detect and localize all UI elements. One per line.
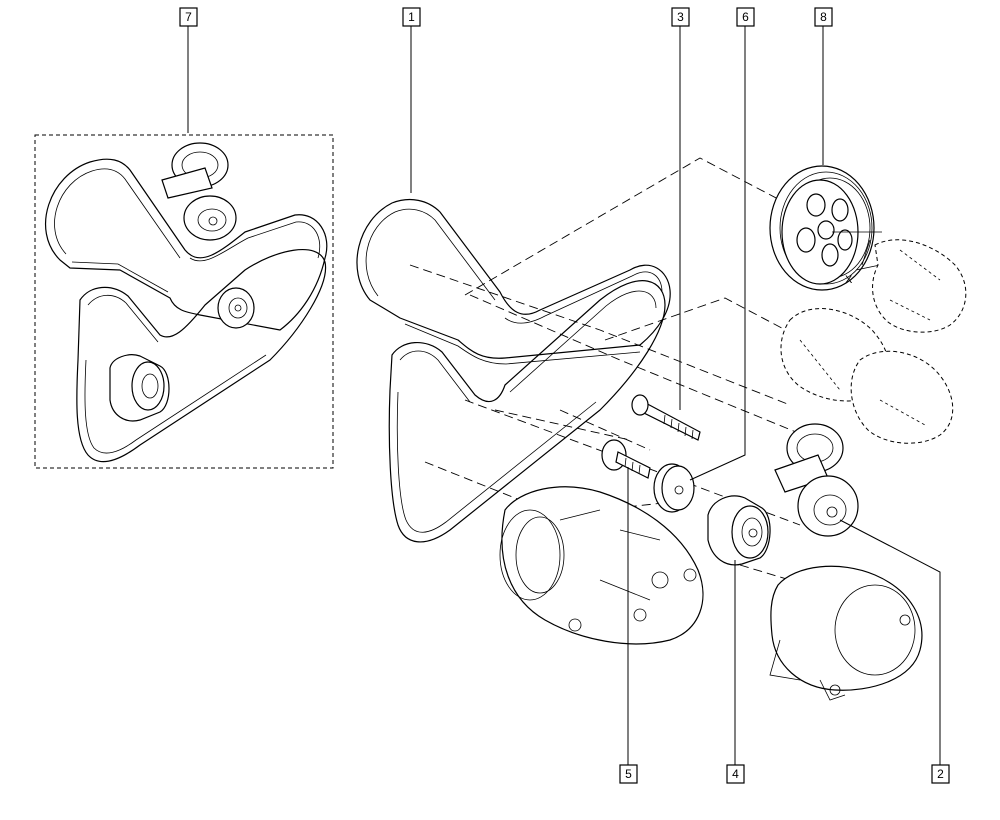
inset-lower-belt	[76, 249, 327, 463]
crankshaft-pulley	[769, 165, 882, 291]
callout-3: 3	[671, 7, 690, 27]
callout-2: 2	[931, 764, 950, 784]
dimension-label-x: X	[845, 274, 853, 286]
main-lower-belt	[388, 280, 666, 543]
inset-idler-pulley	[217, 287, 255, 329]
callout-7: 7	[179, 7, 198, 27]
leader-lines	[187, 26, 941, 765]
ac-compressor	[499, 486, 704, 645]
callout-8: 8	[814, 7, 833, 27]
main-upper-belt	[356, 199, 671, 365]
callout-1: 1	[402, 7, 421, 27]
washer-spacer	[653, 463, 695, 513]
svg-text:3: 3	[677, 10, 684, 24]
callout-4: 4	[726, 764, 745, 784]
svg-text:6: 6	[742, 10, 749, 24]
inset-belt-kit	[34, 134, 334, 469]
callout-5: 5	[619, 764, 638, 784]
bolt-long	[631, 394, 701, 441]
svg-text:8: 8	[820, 10, 827, 24]
alternator	[769, 565, 923, 701]
inset-upper-belt	[44, 158, 328, 331]
inset-roller	[109, 354, 170, 422]
callout-6: 6	[736, 7, 755, 27]
idler-roller	[707, 495, 771, 566]
belt-tensioner	[774, 423, 859, 537]
svg-text:2: 2	[937, 767, 944, 781]
inset-tensioner	[161, 142, 237, 241]
engine-outline-ghost	[780, 239, 967, 444]
svg-text:5: 5	[625, 767, 632, 781]
bolt-short	[601, 439, 651, 479]
svg-text:4: 4	[732, 767, 739, 781]
svg-text:1: 1	[408, 10, 415, 24]
svg-text:7: 7	[185, 10, 192, 24]
